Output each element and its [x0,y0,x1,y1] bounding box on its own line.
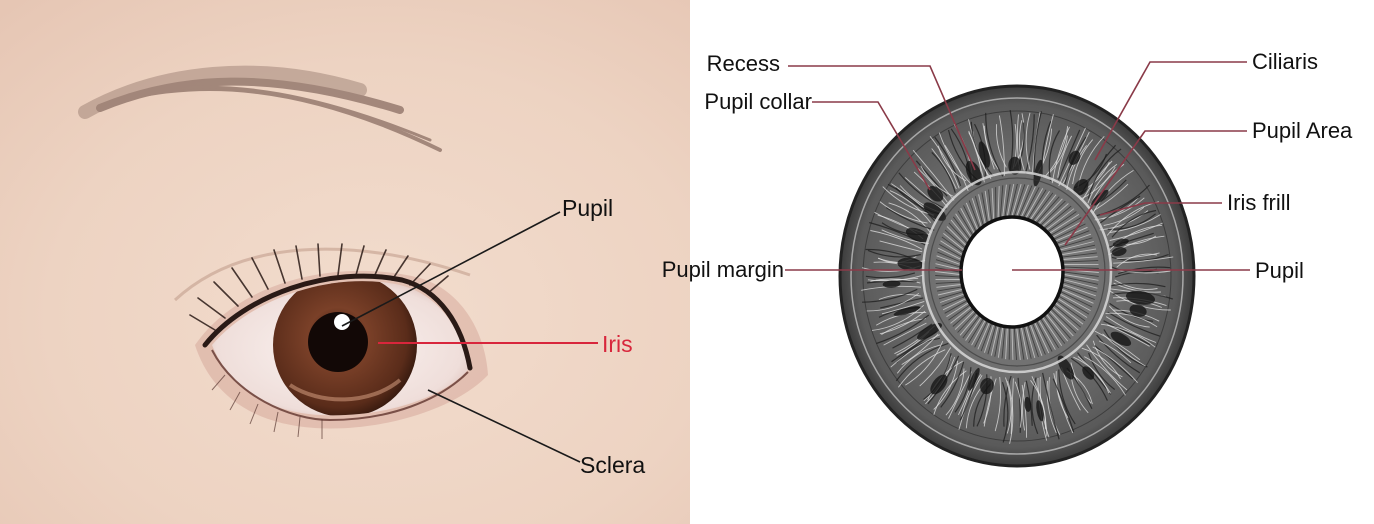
label-pupil-photo: Pupil [562,195,613,221]
label-iris-frill: Iris frill [1227,190,1291,216]
eye-photo-illustration [0,0,690,524]
label-pupil-collar: Pupil collar [668,89,812,115]
iris-fiber [1009,328,1010,360]
label-ciliaris: Ciliaris [1252,49,1318,75]
catchlight [334,314,350,330]
pupil-diagram [961,217,1063,327]
label-pupil-diagram: Pupil [1255,258,1304,284]
label-recess: Recess [688,51,780,77]
label-iris-photo: Iris [602,331,633,357]
label-pupil-margin: Pupil margin [630,257,784,283]
label-pupil-area: Pupil Area [1252,118,1352,144]
label-sclera-photo: Sclera [580,452,645,478]
